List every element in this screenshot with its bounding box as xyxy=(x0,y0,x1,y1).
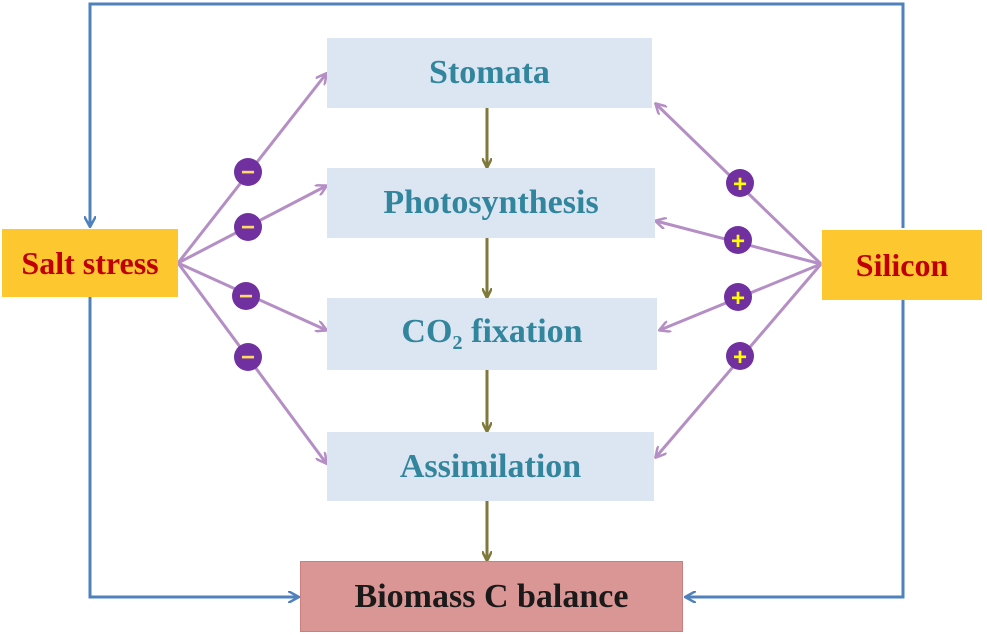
silicon-label: Silicon xyxy=(855,246,949,283)
salt-stress-label: Salt stress xyxy=(21,244,159,281)
negative-effect-badges: − − − − xyxy=(232,158,262,371)
salt-stress-box: Salt stress xyxy=(2,229,178,297)
stomata-box: Stomata xyxy=(327,38,652,108)
silicon-effect-arrows xyxy=(656,104,823,457)
minus-sign: − xyxy=(239,283,253,310)
minus-badge: − xyxy=(232,282,260,310)
plus-sign: + xyxy=(733,344,747,371)
plus-badge: + xyxy=(726,169,754,198)
plus-sign: + xyxy=(731,228,745,255)
stomata-label: Stomata xyxy=(429,54,550,91)
positive-effect-badges: + + + + xyxy=(724,169,754,371)
plus-sign: + xyxy=(731,285,745,312)
photosynthesis-label: Photosynthesis xyxy=(383,184,599,221)
feedback-loop xyxy=(88,2,905,597)
biomass-c-balance-box: Biomass C balance xyxy=(300,561,683,632)
biomass-c-balance-label: Biomass C balance xyxy=(354,577,629,615)
co2-prefix: CO xyxy=(401,312,453,350)
plus-badge: + xyxy=(724,283,752,312)
assimilation-label: Assimilation xyxy=(399,447,582,485)
feedback-top-line xyxy=(90,2,905,228)
plus-badge: + xyxy=(726,342,754,371)
feedback-salt-to-biomass xyxy=(88,296,298,597)
plus-badge: + xyxy=(724,226,752,255)
feedback-silicon-to-biomass xyxy=(686,300,905,597)
salt-stress-effect-arrows xyxy=(176,74,326,463)
photosynthesis-box: Photosynthesis xyxy=(327,168,655,238)
co2-suffix: fixation xyxy=(462,312,583,350)
co2-subscript: 2 xyxy=(452,332,463,355)
plus-sign: + xyxy=(733,171,747,198)
assimilation-box: Assimilation xyxy=(327,432,654,501)
co2-fixation-label: CO2 fixation xyxy=(401,313,582,355)
minus-sign: − xyxy=(241,159,255,186)
minus-sign: − xyxy=(241,214,255,241)
minus-badge: − xyxy=(234,158,262,186)
minus-badge: − xyxy=(234,213,262,241)
minus-badge: − xyxy=(234,343,262,371)
minus-sign: − xyxy=(241,344,255,371)
silicon-box: Silicon xyxy=(822,230,982,300)
co2-fixation-box: CO2 fixation xyxy=(327,298,657,370)
